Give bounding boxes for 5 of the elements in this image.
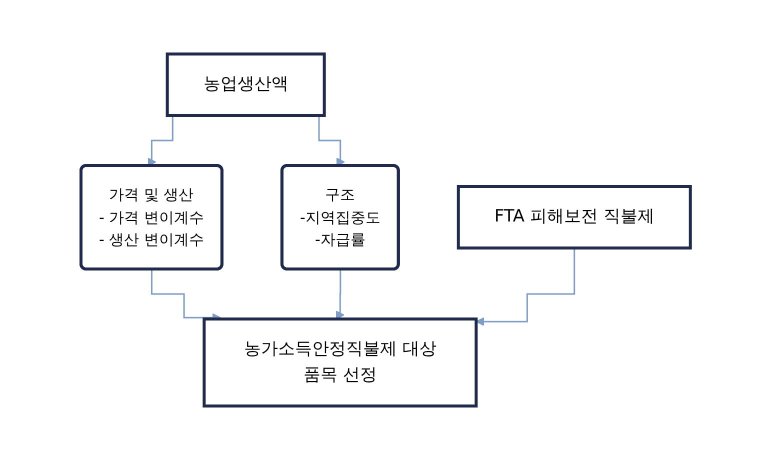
arrow bbox=[476, 246, 576, 326]
node-box: 농업생산액 bbox=[166, 52, 326, 116]
node-box: 농가소득안정직불제 대상품목 선정 bbox=[202, 317, 478, 407]
node-box: FTA 피해보전 직불제 bbox=[457, 184, 692, 249]
arrow bbox=[336, 268, 345, 319]
